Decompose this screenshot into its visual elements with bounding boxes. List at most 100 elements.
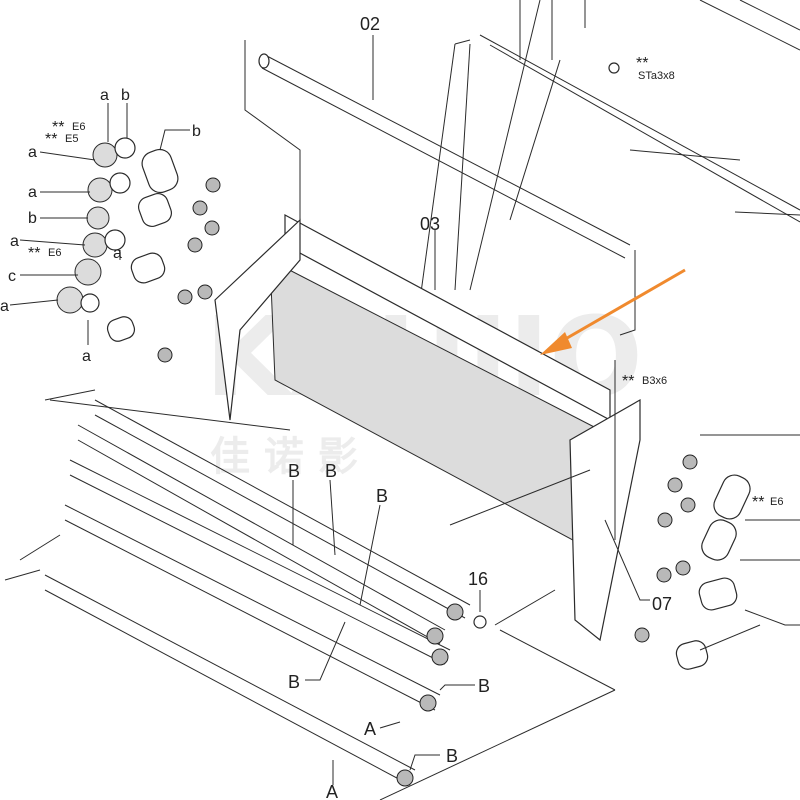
label-03: 03 bbox=[420, 214, 440, 234]
bank-guide-4 bbox=[499, 629, 616, 691]
roller-4-bottom bbox=[64, 519, 436, 711]
bushing-5-icon bbox=[197, 284, 213, 300]
frame-03 bbox=[49, 213, 641, 642]
label-B-6: B bbox=[446, 746, 458, 766]
label-16: 16 bbox=[468, 569, 488, 589]
r-leader-4 bbox=[744, 609, 800, 626]
label-screw-top: STa3x8 bbox=[638, 70, 675, 82]
roller-3-end-icon bbox=[431, 648, 449, 666]
roller-2-end-icon bbox=[426, 627, 444, 645]
belt-1-icon bbox=[141, 148, 179, 194]
bushing-4-icon bbox=[187, 237, 203, 253]
screw-top-icon bbox=[608, 62, 620, 74]
top-rail-assembly bbox=[419, 0, 800, 301]
label-B-1: B bbox=[288, 461, 300, 481]
roller-02 bbox=[244, 35, 636, 336]
frame-guide-1 bbox=[49, 399, 291, 431]
leader-B-6 bbox=[409, 754, 440, 771]
leader-B-4 bbox=[305, 621, 346, 681]
leader-B-2 bbox=[329, 479, 336, 556]
label-star-screw-mid: ** bbox=[622, 373, 634, 390]
bushing-2-icon bbox=[192, 200, 208, 216]
leader-B-5 bbox=[439, 684, 475, 691]
bushing-3-icon bbox=[204, 220, 220, 236]
r-bushing-7-icon bbox=[634, 627, 650, 643]
r-bushing-1-icon bbox=[682, 454, 698, 470]
label-star-e6-top: ** bbox=[52, 119, 64, 136]
gear-6-icon bbox=[82, 232, 108, 258]
gear-8-icon bbox=[74, 258, 102, 286]
rail-box-1 bbox=[699, 0, 800, 51]
rail-diag-4 bbox=[469, 0, 541, 291]
r-belt-4-icon bbox=[675, 640, 709, 670]
gear-10-icon bbox=[80, 293, 100, 313]
label-b-left: b bbox=[28, 210, 37, 227]
roller-5-bottom bbox=[44, 589, 411, 786]
r-belt-3-icon bbox=[698, 577, 738, 611]
right-gear-cluster bbox=[604, 360, 800, 670]
rail-box-2 bbox=[739, 0, 800, 31]
label-02: 02 bbox=[360, 14, 380, 34]
r-bushing-6-icon bbox=[656, 567, 672, 583]
roller-1-bottom bbox=[94, 414, 466, 619]
rail-diag-2 bbox=[454, 43, 471, 291]
gear-2-icon bbox=[114, 137, 136, 159]
gear-1-icon bbox=[92, 142, 118, 168]
r-belt-1-icon bbox=[713, 474, 751, 520]
label-e5-top: E5 bbox=[65, 133, 78, 145]
bracket-02-right bbox=[619, 250, 636, 336]
leader-a-3 bbox=[19, 239, 86, 246]
bank-guide-1 bbox=[44, 389, 96, 401]
roller-2-bottom bbox=[77, 439, 441, 645]
bushing-1-icon bbox=[205, 177, 221, 193]
roller-02-top bbox=[264, 54, 631, 246]
bank-guide-2 bbox=[19, 534, 61, 561]
label-a-3: a bbox=[10, 233, 19, 250]
rail-diag-1 bbox=[419, 43, 456, 301]
label-star-e6-left: ** bbox=[28, 245, 40, 262]
roller-02-bottom bbox=[261, 67, 626, 259]
belt-4-icon bbox=[106, 316, 136, 342]
rail-lead-5 bbox=[734, 211, 800, 216]
arrow-shaft bbox=[554, 268, 686, 347]
watermark-cjk: 佳 诺 影 bbox=[210, 434, 358, 480]
gear-3-icon bbox=[87, 177, 113, 203]
bank-guide-6 bbox=[494, 589, 556, 626]
left-gear-cluster bbox=[9, 103, 221, 363]
part-labels: 02 03 16 07 a b b a a b a a c a a ** E6 … bbox=[0, 14, 783, 800]
label-a-top: a bbox=[100, 87, 109, 104]
rail-end-1 bbox=[454, 39, 471, 45]
arrow-head-icon bbox=[540, 332, 572, 355]
belt-2-icon bbox=[137, 192, 173, 228]
label-B-3: B bbox=[376, 486, 388, 506]
roller-4-end-icon bbox=[419, 694, 437, 712]
r-bushing-5-icon bbox=[675, 560, 691, 576]
belt-3-icon bbox=[130, 252, 166, 284]
label-e6-left: E6 bbox=[48, 247, 61, 259]
label-a-4: a bbox=[0, 298, 9, 315]
bracket-02-left bbox=[244, 40, 301, 230]
label-star-screw-top: ** bbox=[636, 55, 648, 72]
r-belt-2-icon bbox=[701, 519, 737, 561]
bank-guide-3 bbox=[4, 569, 41, 581]
leader-07 bbox=[604, 519, 650, 601]
label-a-1: a bbox=[28, 144, 37, 161]
label-a-bottom: a bbox=[82, 348, 91, 365]
roller-2-top bbox=[77, 424, 446, 631]
leader-a-1 bbox=[39, 151, 96, 161]
r-bushing-2-icon bbox=[667, 477, 683, 493]
leader-A-1 bbox=[379, 721, 401, 729]
r-bushing-4-icon bbox=[657, 512, 673, 528]
label-A-1: A bbox=[364, 719, 376, 739]
label-b-top: b bbox=[192, 123, 201, 140]
label-c-left: c bbox=[8, 268, 16, 285]
label-e6-right: E6 bbox=[770, 496, 783, 508]
r-leader-5 bbox=[699, 624, 761, 651]
washer-16-icon bbox=[473, 615, 487, 629]
gear-7-icon bbox=[104, 229, 126, 251]
frame-03-left-plate bbox=[214, 218, 301, 421]
rail-edge-2 bbox=[489, 44, 800, 223]
roller-3-bottom bbox=[69, 474, 446, 665]
label-B-2: B bbox=[325, 461, 337, 481]
